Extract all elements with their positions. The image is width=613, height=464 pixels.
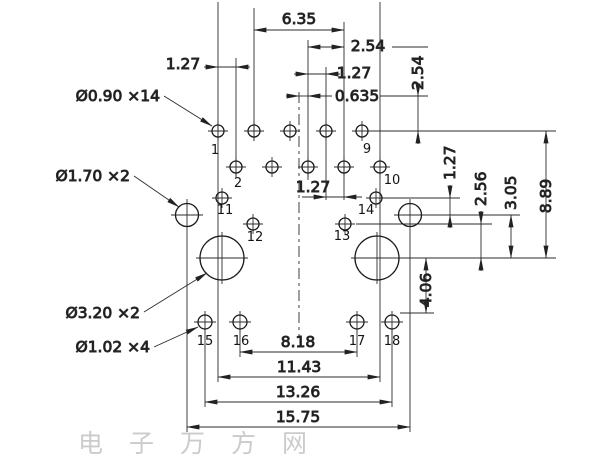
pin-label-1: 1 [211, 143, 219, 158]
pin-label-11: 11 [217, 203, 234, 218]
hole-pin1-0.90 [211, 124, 225, 138]
dim-value-3.05: 3.05 [502, 175, 520, 210]
hole-pin11-0.90 [215, 191, 229, 205]
dim-value-2.54-right: 2.54 [409, 55, 427, 90]
hole-pin10-0.90 [373, 160, 387, 174]
dim-3.05-right: 3.05 [502, 175, 520, 259]
dim-1.27-middle: 1.27 [295, 178, 362, 200]
dim-value-8.89: 8.89 [537, 179, 555, 214]
dim-6.35: 6.35 [253, 10, 345, 33]
dim-15.75: 15.75 [186, 408, 411, 430]
pin-label-13: 13 [334, 229, 351, 244]
callout-label-1.70x2: Ø1.70 ×2 [56, 167, 131, 185]
hole-pin17-1.02 [349, 314, 365, 330]
hole-pin5-0.90 [283, 124, 297, 138]
dim-value-13.26: 13.26 [276, 383, 320, 401]
pin-label-2: 2 [234, 176, 242, 191]
dim-value-2.56: 2.56 [472, 171, 490, 206]
dim-value-11.43: 11.43 [277, 358, 321, 376]
dim-value-8.18: 8.18 [281, 333, 316, 351]
hole-pin8-0.90 [337, 160, 351, 174]
dim-2.54-top: 2.54 [307, 37, 386, 55]
dim-8.89-right: 8.89 [537, 130, 555, 259]
dim-1.27-top-left: 1.27 [165, 55, 250, 73]
hole-pin2-0.90 [229, 160, 243, 174]
pin-label-18: 18 [384, 334, 401, 349]
pin-label-16: 16 [233, 334, 250, 349]
pin-label-14: 14 [358, 203, 375, 218]
hole-locating-left-1.70 [174, 202, 200, 228]
pin-label-15: 15 [197, 334, 214, 349]
dim-value-2.54-top: 2.54 [351, 37, 386, 55]
callout-1.70x2: Ø1.70 ×2 [55, 167, 180, 208]
hole-mounting-left-3.20 [199, 235, 245, 281]
callout-label-0.90x14: Ø0.90 ×14 [76, 87, 160, 105]
hole-pin4-0.90 [265, 160, 279, 174]
hole-pin6-0.90 [301, 160, 315, 174]
hole-pin9-0.90 [355, 124, 369, 138]
hole-pin12-0.90 [246, 217, 260, 231]
callout-0.90x14: Ø0.90 ×14 [75, 87, 213, 127]
pin-label-17: 17 [349, 334, 366, 349]
hole-pin13-0.90 [338, 217, 352, 231]
pin-label-12: 12 [247, 230, 264, 245]
callout-1.02x4: Ø1.02 ×4 [75, 326, 199, 356]
hole-pin15-1.02 [197, 314, 213, 330]
dim-value-0.635: 0.635 [335, 87, 379, 105]
hole-pin3-0.90 [247, 124, 261, 138]
hole-pin14-0.90 [369, 191, 383, 205]
holes [174, 124, 423, 330]
dim-13.26: 13.26 [204, 383, 393, 405]
hole-pin18-1.02 [384, 314, 400, 330]
dim-11.43: 11.43 [217, 358, 381, 380]
callout-label-3.20x2: Ø3.20 ×2 [66, 304, 141, 322]
hole-locating-right-1.70 [397, 202, 423, 228]
dim-2.54-right: 2.54 [409, 55, 427, 144]
dim-0.635: 0.635 [286, 87, 380, 105]
dim-8.18: 8.18 [239, 333, 358, 355]
dim-value-1.27-top-mid: 1.27 [337, 64, 372, 82]
callout-label-1.02x4: Ø1.02 ×4 [76, 338, 151, 356]
dim-value-4.06: 4.06 [417, 273, 435, 308]
callout-3.20x2: Ø3.20 ×2 [65, 272, 208, 322]
pin-label-10: 10 [384, 173, 401, 188]
dim-value-1.27-top-left: 1.27 [166, 55, 201, 73]
watermark-text: 电子万方网 [78, 429, 333, 458]
pin-label-9: 9 [363, 142, 371, 157]
dim-value-15.75: 15.75 [276, 408, 320, 426]
hole-pin7-0.90 [319, 124, 333, 138]
dim-1.27-top-mid: 1.27 [294, 64, 372, 82]
dim-value-1.27-middle: 1.27 [296, 178, 331, 196]
dim-4.06-right: 4.06 [417, 257, 435, 314]
dim-value-1.27-right: 1.27 [441, 145, 459, 180]
pin-number-labels: 1 2 9 10 11 12 13 14 15 16 17 18 [197, 142, 401, 349]
dim-1.27-right: 1.27 [441, 145, 459, 228]
hole-pin16-1.02 [232, 314, 248, 330]
dim-2.56-right: 2.56 [472, 171, 490, 271]
dim-value-6.35: 6.35 [282, 10, 317, 28]
hole-mounting-right-3.20 [354, 235, 400, 281]
